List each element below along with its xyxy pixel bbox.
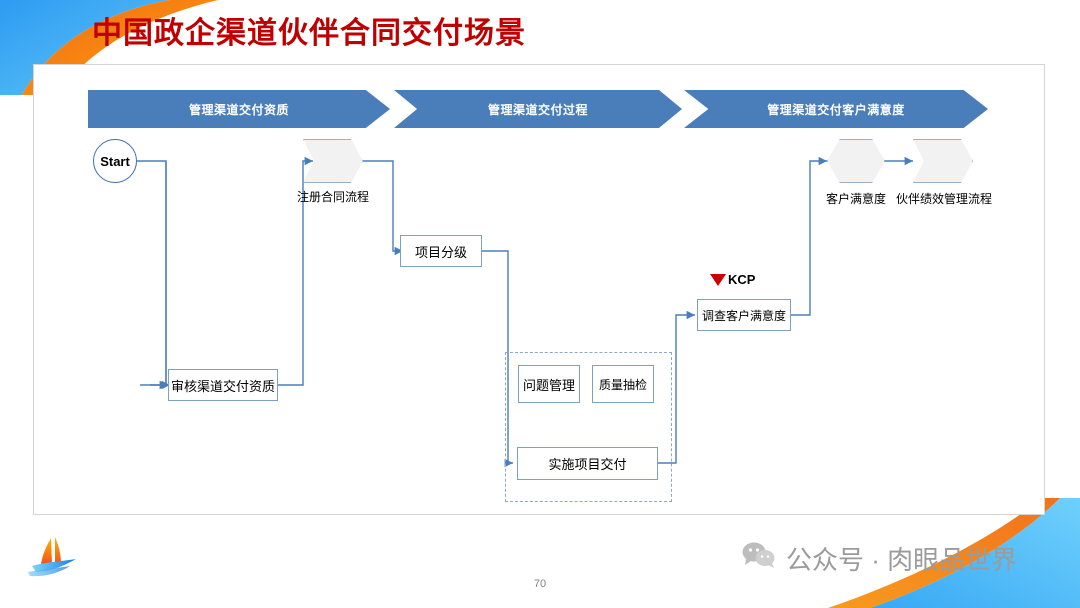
watermark: 公众号 · 肉眼品世界 <box>742 540 1017 577</box>
kcp-marker: KCP <box>710 272 755 287</box>
node-partner-performance-label: 伙伴绩效管理流程 <box>895 192 992 206</box>
node-customer-satisfaction-label: 客户满意度 <box>825 192 886 206</box>
node-partner-performance[interactable] <box>913 139 973 183</box>
wechat-icon <box>742 541 776 576</box>
node-start[interactable]: Start <box>93 139 137 183</box>
kcp-triangle-icon <box>710 273 726 286</box>
phase-banner-2: 管理渠道交付过程 <box>394 90 682 128</box>
node-register-contract-label: 注册合同流程 <box>296 190 369 204</box>
page-number: 70 <box>533 578 547 590</box>
node-issue-management[interactable]: 问题管理 <box>518 365 580 403</box>
node-implement-delivery-label: 实施项目交付 <box>548 457 627 472</box>
node-survey-satisfaction[interactable]: 调查客户满意度 <box>697 299 791 331</box>
diagram-frame <box>33 64 1045 515</box>
node-review-qualification[interactable]: 审核渠道交付资质 <box>168 369 278 401</box>
phase-banner-1: 管理渠道交付资质 <box>88 90 390 128</box>
node-project-grading-label: 项目分级 <box>414 244 467 260</box>
watermark-text: 公众号 · 肉眼品世界 <box>786 545 1018 575</box>
kcp-label: KCP <box>728 272 756 287</box>
phase-banner-3: 管理渠道交付客户满意度 <box>684 90 988 128</box>
node-quality-inspection[interactable]: 质量抽检 <box>592 365 654 403</box>
node-start-label: Start <box>100 153 130 169</box>
node-customer-satisfaction[interactable] <box>827 139 885 183</box>
sailboat-logo <box>20 528 110 592</box>
node-review-qualification-label: 审核渠道交付资质 <box>170 378 275 394</box>
phase-banner-3-label: 管理渠道交付客户满意度 <box>767 102 905 117</box>
page-title: 中国政企渠道伙伴合同交付场景 <box>92 17 526 50</box>
phase-banner-1-label: 管理渠道交付资质 <box>188 102 289 117</box>
phase-banner-2-label: 管理渠道交付过程 <box>487 102 588 117</box>
node-implement-delivery[interactable]: 实施项目交付 <box>517 447 658 480</box>
node-survey-satisfaction-label: 调查客户满意度 <box>701 308 786 323</box>
node-quality-inspection-label: 质量抽检 <box>598 377 647 392</box>
node-issue-management-label: 问题管理 <box>522 377 575 393</box>
node-project-grading[interactable]: 项目分级 <box>400 235 482 267</box>
delivery-process-group <box>505 352 672 502</box>
